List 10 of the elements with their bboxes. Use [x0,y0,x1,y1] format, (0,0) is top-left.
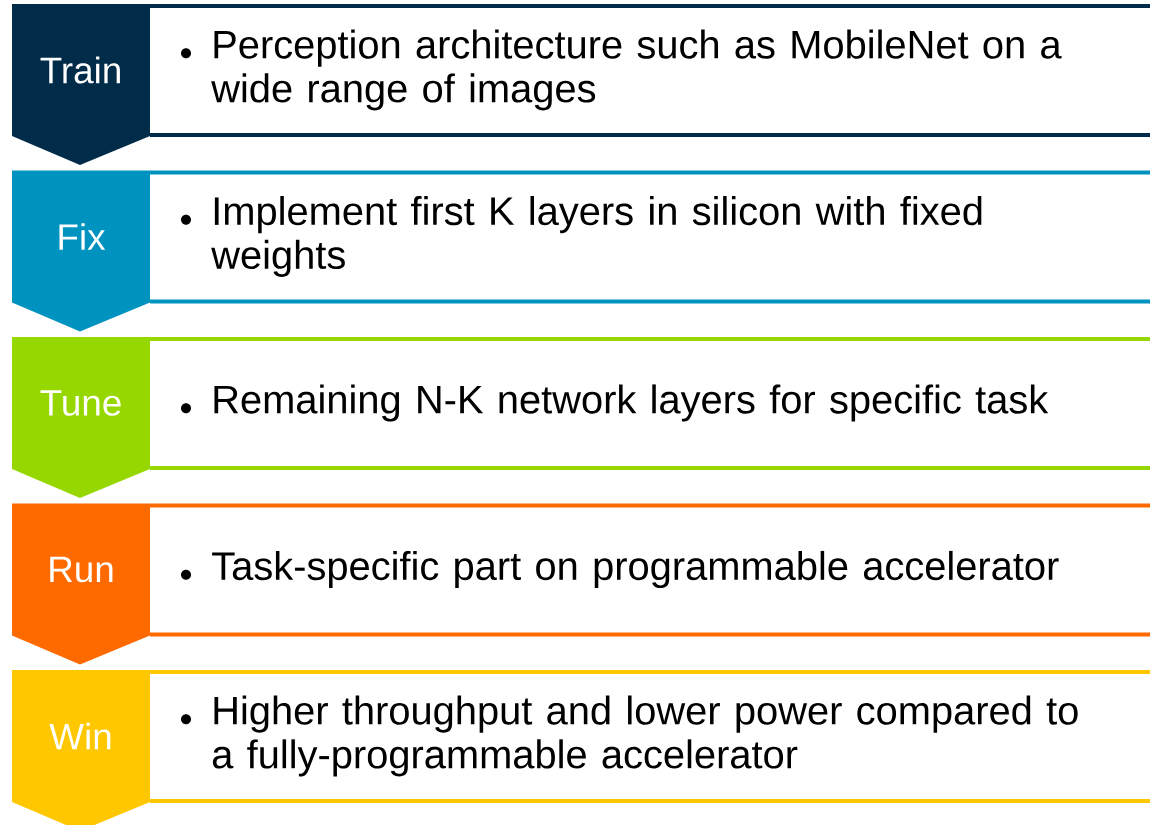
step-text: Remaining N-K network layers for specific task [214,384,1049,422]
step-tag: Train [12,4,150,165]
step-text: Perception architecture such as MobileNet on a wide range of images [211,29,1062,111]
step-text: Task-specific part on programmable accelerator [212,550,1059,589]
step-tag: Fix [12,170,150,332]
step-text: Implement first K layers in silicon with fixed weights [211,196,982,277]
step-tag: Win [12,670,150,825]
step-tag: Run [12,503,150,665]
step-tag: Tune [12,337,150,498]
step-text: Higher throughput and lower power compared to a fully-programmable accelerator [212,695,1078,777]
